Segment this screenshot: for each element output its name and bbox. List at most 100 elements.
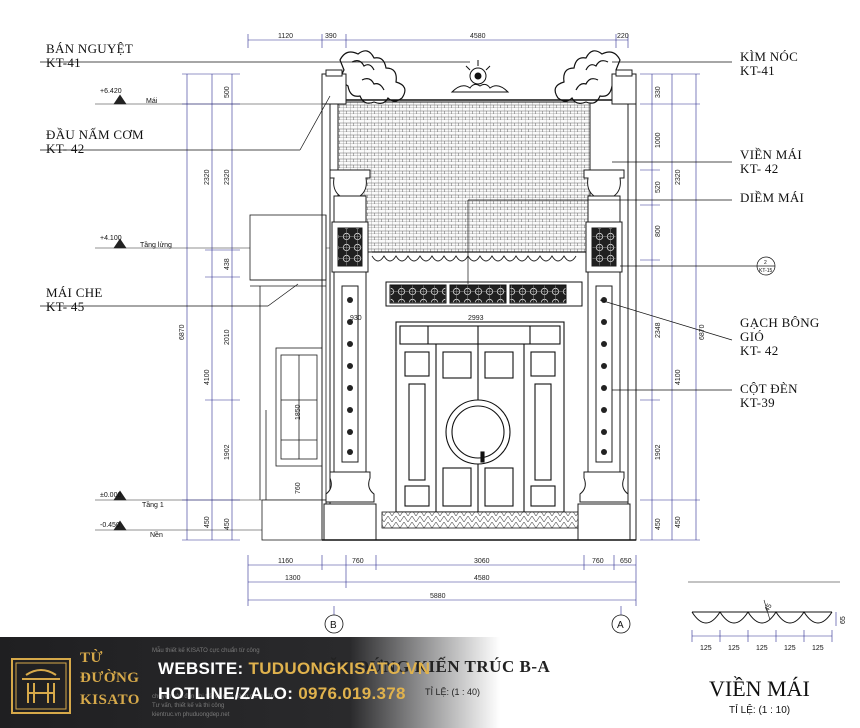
right-pillar-calligraphy: [601, 297, 607, 455]
level-t1-name: Tầng 1: [142, 500, 164, 509]
window-side: 760: [295, 482, 302, 494]
dim-left-inner-4: 438: [224, 258, 231, 270]
dim-bottom-1: 1160: [278, 558, 293, 565]
vien-mai-dim-3: 125: [756, 645, 768, 652]
faint-text-2: chuyên sâu đến chi tiết và nhà đồng cung…: [152, 694, 275, 700]
roof-tiles: [337, 101, 591, 253]
vien-mai-dim-5: 125: [812, 645, 824, 652]
left-dimension-chains: [182, 73, 240, 541]
ridge-ornament-right: [554, 50, 621, 104]
ridge-ornament-left: [339, 50, 406, 104]
dim-bottom-row2-2: 4580: [474, 575, 490, 582]
vien-mai-height: 65: [840, 616, 847, 624]
dim-bottom-row2-1: 1300: [285, 575, 301, 582]
website-value[interactable]: TUDUONGKISATO.VN: [248, 659, 431, 678]
brand-line-3: KISATO: [80, 692, 140, 708]
dim-bottom-total: 5880: [430, 593, 446, 600]
hotline-line[interactable]: HOTLINE/ZALO: 0976.019.378: [158, 684, 406, 704]
ventilation-block-row: [385, 281, 583, 307]
website-line[interactable]: WEBSITE: TUDUONGKISATO.VN: [158, 659, 430, 679]
dim-left-inner-1: 500: [224, 86, 231, 98]
level-mai-name: Mái: [146, 98, 158, 105]
website-key: WEBSITE:: [158, 659, 244, 678]
vien-mai-depth: 45: [764, 603, 774, 613]
brand-banner: [0, 637, 500, 728]
level-nen-value: -0.450: [100, 522, 120, 529]
label-diem-mai: DIỀM MÁI: [740, 190, 805, 205]
axis-bubbles: [324, 614, 631, 634]
vien-mai-dim-2: 125: [728, 645, 740, 652]
level-lung-value: +4.100: [100, 235, 122, 242]
vien-mai-dim-1: 125: [700, 645, 712, 652]
axis-a: A: [617, 620, 624, 631]
axis-b: B: [330, 620, 337, 631]
level-mai-value: +6.420: [100, 88, 122, 95]
dim-left-inner-6: 1902: [224, 444, 231, 460]
dim-top-3: 4580: [470, 33, 486, 40]
dim-right-inner-2: 1000: [655, 132, 662, 148]
brand-line-1: TỪ: [80, 650, 103, 666]
leader-lines: [40, 61, 757, 391]
faint-text-1: Mẫu thiết kế KISATO cực chuẩn từ công: [152, 648, 260, 654]
vien-mai-title: VIỀN MÁI: [709, 676, 810, 701]
hotline-value[interactable]: 0976.019.378: [298, 684, 406, 703]
drawing-title: MẶT ĐỨNG KIẾN TRÚC B-A: [311, 657, 551, 676]
vien-mai-scale: TỈ LỆ: (1 : 10): [729, 705, 791, 716]
side-canopy: [249, 214, 327, 541]
dim-right-inner-3: 520: [655, 181, 662, 193]
faint-text-4: kientruc.vn phuduongdep.net: [152, 712, 230, 718]
door-panel-width: 930: [350, 315, 362, 322]
dim-left-outer: 6870: [179, 324, 186, 340]
window-height: 1850: [295, 404, 302, 420]
dim-left-inner-5: 2010: [224, 329, 231, 345]
door-top-width: 2993: [468, 315, 484, 322]
level-t1-value: ±0.000: [100, 492, 121, 499]
main-door: [395, 321, 565, 513]
faint-text-3: Tư vấn, thiết kế và thi công: [152, 703, 225, 709]
dim-top-2: 390: [325, 33, 337, 40]
dim-left-mid-3: 450: [204, 516, 211, 528]
vien-mai-detail: [688, 581, 840, 642]
dim-bottom-2: 760: [352, 558, 364, 565]
dim-right-inner-7: 450: [655, 518, 662, 530]
dim-top-1: 1120: [278, 33, 293, 40]
level-nen-name: Nền: [150, 530, 163, 539]
dim-bottom-3: 3060: [474, 558, 490, 565]
door-threshold-floor: [381, 511, 579, 529]
dim-top-4: 220: [617, 33, 629, 40]
dim-right-mid-1: 2320: [675, 169, 682, 185]
ridge-center-ornament: [450, 60, 510, 93]
dim-right-inner-4: 800: [655, 225, 662, 237]
drawing-scale: TỈ LỆ: (1 : 40): [425, 687, 481, 697]
left-pillar: [321, 69, 377, 541]
brand-line-2: ĐƯỜNG: [80, 670, 140, 686]
level-lung-name: Tầng lửng: [140, 240, 172, 249]
dim-right-inner-6: 1902: [655, 444, 662, 460]
dim-left-mid-1: 2320: [204, 169, 211, 185]
right-dimension-chains: [640, 73, 700, 541]
dim-right-mid-3: 450: [675, 516, 682, 528]
dim-bottom-5: 650: [620, 558, 632, 565]
left-pillar-calligraphy: [347, 297, 353, 455]
hotline-key: HOTLINE/ZALO:: [158, 684, 294, 703]
brand-logo-icon: [11, 658, 71, 714]
dim-right-outer: 6870: [699, 324, 706, 340]
right-pillar: [577, 69, 637, 541]
dim-bottom-4: 760: [592, 558, 604, 565]
dim-left-inner-7: 450: [224, 518, 231, 530]
roof-eave-valance: [371, 255, 577, 262]
dim-right-inner-1: 330: [655, 86, 662, 98]
detail-tag: [756, 256, 776, 276]
vien-mai-dim-4: 125: [784, 645, 796, 652]
bottom-dimension-chains: [247, 555, 637, 615]
detail-tag-top: 2: [764, 260, 767, 266]
detail-tag-bottom: KT-15: [759, 268, 773, 274]
dim-left-mid-2: 4100: [204, 369, 211, 385]
